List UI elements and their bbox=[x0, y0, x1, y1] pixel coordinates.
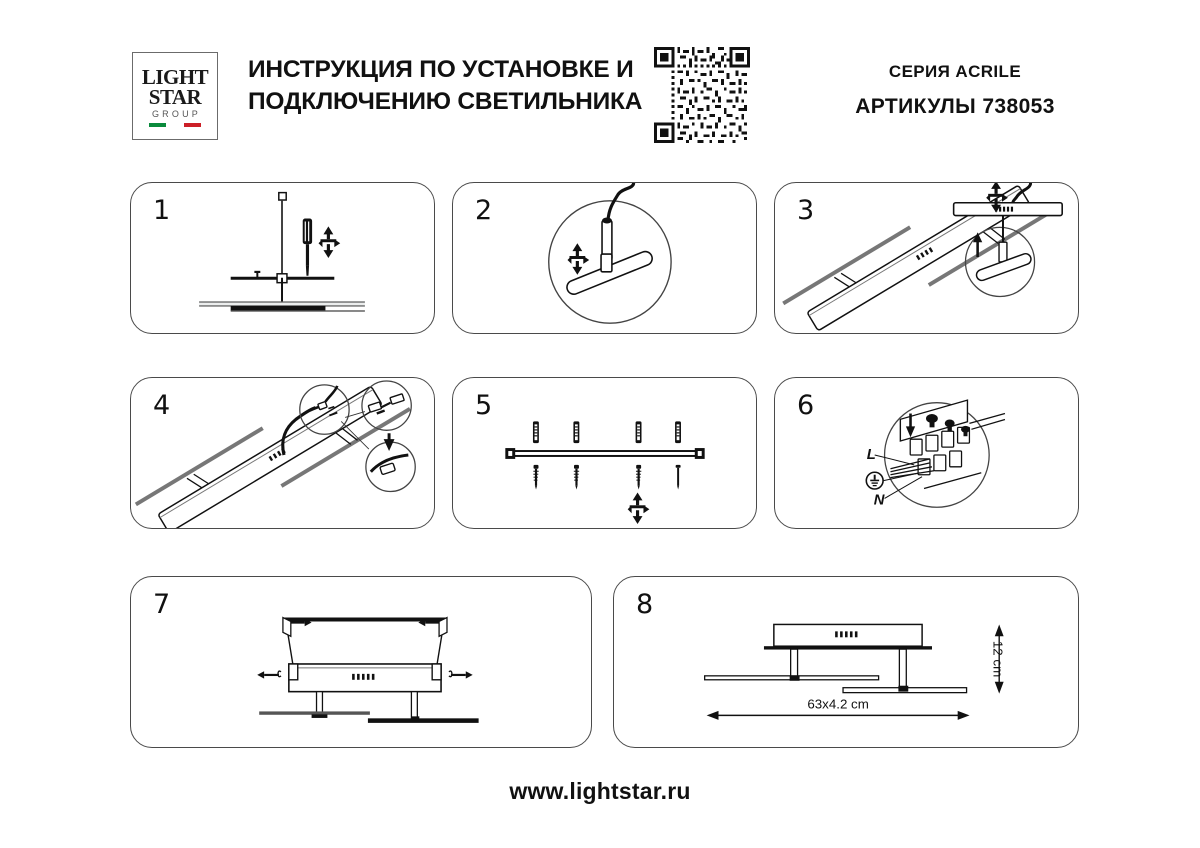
page-title: ИНСТРУКЦИЯ ПО УСТАНОВКЕ И ПОДКЛЮЧЕНИЮ СВ… bbox=[248, 54, 648, 119]
terminal-label-N: N bbox=[874, 492, 885, 508]
footer-url[interactable]: www.lightstar.ru bbox=[509, 778, 691, 804]
article-label: АРТИКУЛЫ 738053 bbox=[855, 95, 1055, 118]
step-panel-6: 6 bbox=[774, 377, 1079, 529]
step-number-6: 6 bbox=[797, 390, 815, 421]
step-7-illustration bbox=[131, 577, 591, 747]
dimension-width-label: 63x4.2 cm bbox=[807, 696, 869, 711]
logo-line-3: GROUP bbox=[151, 108, 201, 119]
product-meta: СЕРИЯ ACRILE АРТИКУЛЫ 738053 bbox=[790, 62, 1120, 119]
step-number-3: 3 bbox=[797, 195, 815, 226]
step-3-illustration bbox=[775, 183, 1078, 333]
step-panel-5: 5 bbox=[452, 377, 757, 529]
step-panel-8: 8 bbox=[613, 576, 1079, 748]
step-6-illustration: L N bbox=[775, 378, 1078, 528]
brand-logo: LIGHT STAR GROUP bbox=[132, 52, 218, 140]
step-5-illustration bbox=[453, 378, 756, 528]
step-1-illustration bbox=[131, 183, 434, 333]
earth-ground-icon bbox=[865, 471, 921, 490]
step-number-8: 8 bbox=[636, 589, 654, 620]
logo-line-1: LIGHT bbox=[141, 65, 209, 90]
dimension-height-label: 12 cm bbox=[990, 641, 1005, 677]
step-2-illustration bbox=[453, 183, 756, 333]
title-line-2: ПОДКЛЮЧЕНИЮ СВЕТИЛЬНИКА bbox=[248, 88, 643, 116]
step-panel-1: 1 bbox=[130, 182, 435, 334]
step-panel-7: 7 bbox=[130, 576, 592, 748]
step-4-illustration bbox=[131, 378, 434, 528]
step-number-2: 2 bbox=[475, 195, 493, 226]
italian-flag-icon bbox=[149, 122, 201, 127]
qr-code-icon bbox=[654, 47, 750, 143]
step-number-7: 7 bbox=[153, 589, 171, 620]
step-number-5: 5 bbox=[475, 390, 493, 421]
series-label: СЕРИЯ ACRILE bbox=[888, 62, 1022, 81]
step-8-illustration: 63x4.2 cm 12 cm bbox=[614, 577, 1078, 747]
step-panel-3: 3 bbox=[774, 182, 1079, 334]
logo-line-2: STAR bbox=[148, 84, 202, 109]
step-number-4: 4 bbox=[153, 390, 171, 421]
step-panel-2: 2 bbox=[452, 182, 757, 334]
step-number-1: 1 bbox=[153, 195, 171, 226]
terminal-label-L: L bbox=[867, 447, 876, 463]
document-header: LIGHT STAR GROUP ИНСТРУКЦИЯ ПО УСТАНОВКЕ… bbox=[0, 40, 1200, 150]
title-line-1: ИНСТРУКЦИЯ ПО УСТАНОВКЕ И bbox=[248, 56, 634, 83]
step-panel-4: 4 bbox=[130, 377, 435, 529]
